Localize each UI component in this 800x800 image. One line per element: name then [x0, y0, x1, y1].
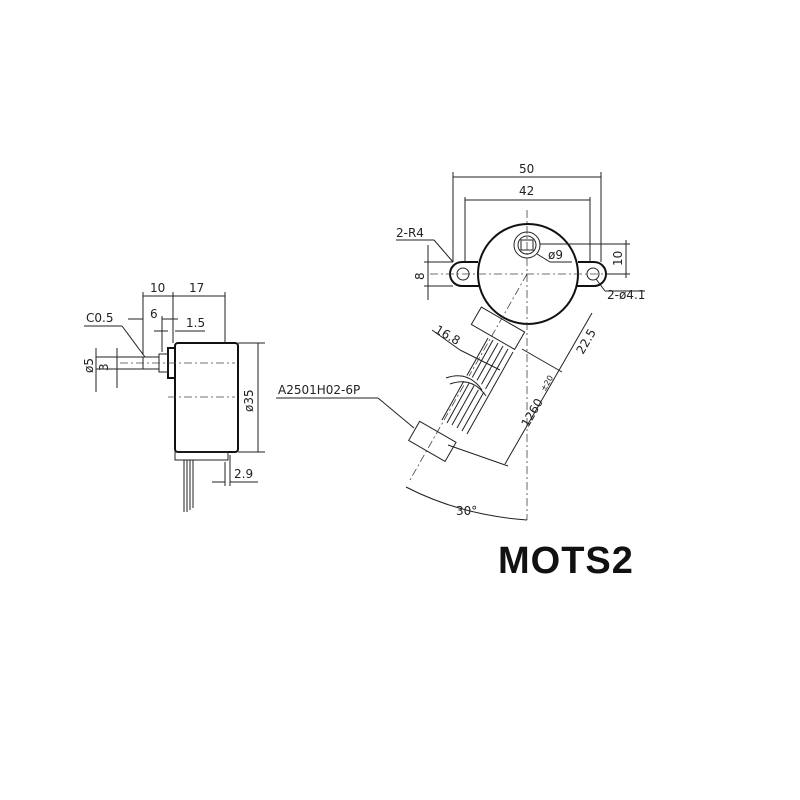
dim-flange-offset: 6: [150, 307, 158, 321]
model-title: MOTS2: [498, 540, 634, 582]
dim-body-diameter: ø35: [242, 389, 256, 412]
dim-flange-thickness: 1.5: [186, 316, 205, 330]
connector-part-label: A2501H02-6P: [278, 383, 360, 397]
dim-mount-hole: 2-ø4.1: [607, 288, 645, 302]
connector-end: [407, 420, 457, 463]
dim-shaft-diameter: ø5: [82, 358, 96, 373]
dim-tab-height: 8: [413, 272, 427, 280]
dim-mount-spacing: 42: [519, 184, 534, 198]
dim-overall-width: 50: [519, 162, 534, 176]
dim-connector-width: 16.8: [433, 322, 463, 347]
terminal-strip: [174, 451, 229, 461]
dim-shaft-length: 10: [150, 281, 165, 295]
dim-wire-length: 1260: [518, 396, 545, 429]
dim-wire-tolerance: ±20: [539, 374, 555, 393]
dim-shaft-offset: 10: [611, 251, 625, 266]
front-view: 50 42 2-R4 8 ø9 10 2-ø4.1: [276, 162, 645, 521]
dim-tab-radius: 2-R4: [396, 226, 424, 240]
dim-connector-offset: 22.5: [573, 326, 598, 356]
motor-body-side: [174, 342, 239, 453]
dim-shaft-flat: 3: [97, 363, 111, 371]
dim-chamfer: C0.5: [86, 311, 113, 325]
side-view: 10 17 6 1.5 C0.5 ø5 3 ø35 2.9: [82, 281, 265, 512]
dim-wire-angle: 30°: [456, 504, 477, 518]
dim-gear-diameter: ø9: [548, 248, 563, 262]
dim-wire-offset: 2.9: [234, 467, 253, 481]
connector-motor-side: [470, 306, 526, 351]
dim-body-depth: 17: [189, 281, 204, 295]
